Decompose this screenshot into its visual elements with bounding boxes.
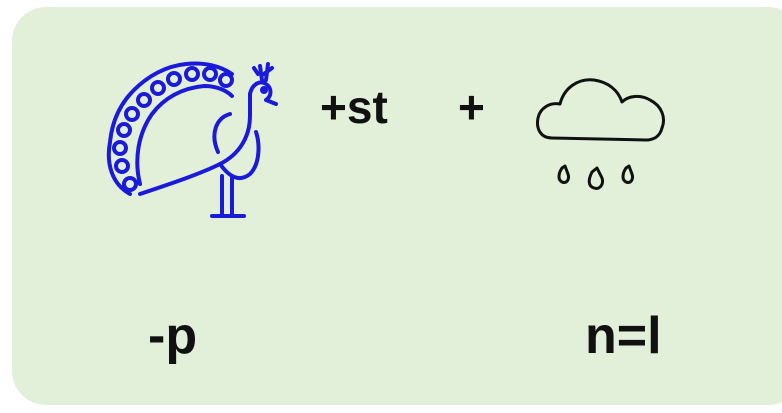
n-equals-l-text: n=l [585, 307, 662, 365]
plus-st-text: +st [320, 81, 388, 133]
rebus-panel [12, 7, 782, 405]
plus-text: + [458, 81, 485, 133]
peacock-icon [106, 61, 278, 218]
rain-cloud-icon [536, 78, 665, 190]
minus-p-text: -p [148, 307, 198, 365]
